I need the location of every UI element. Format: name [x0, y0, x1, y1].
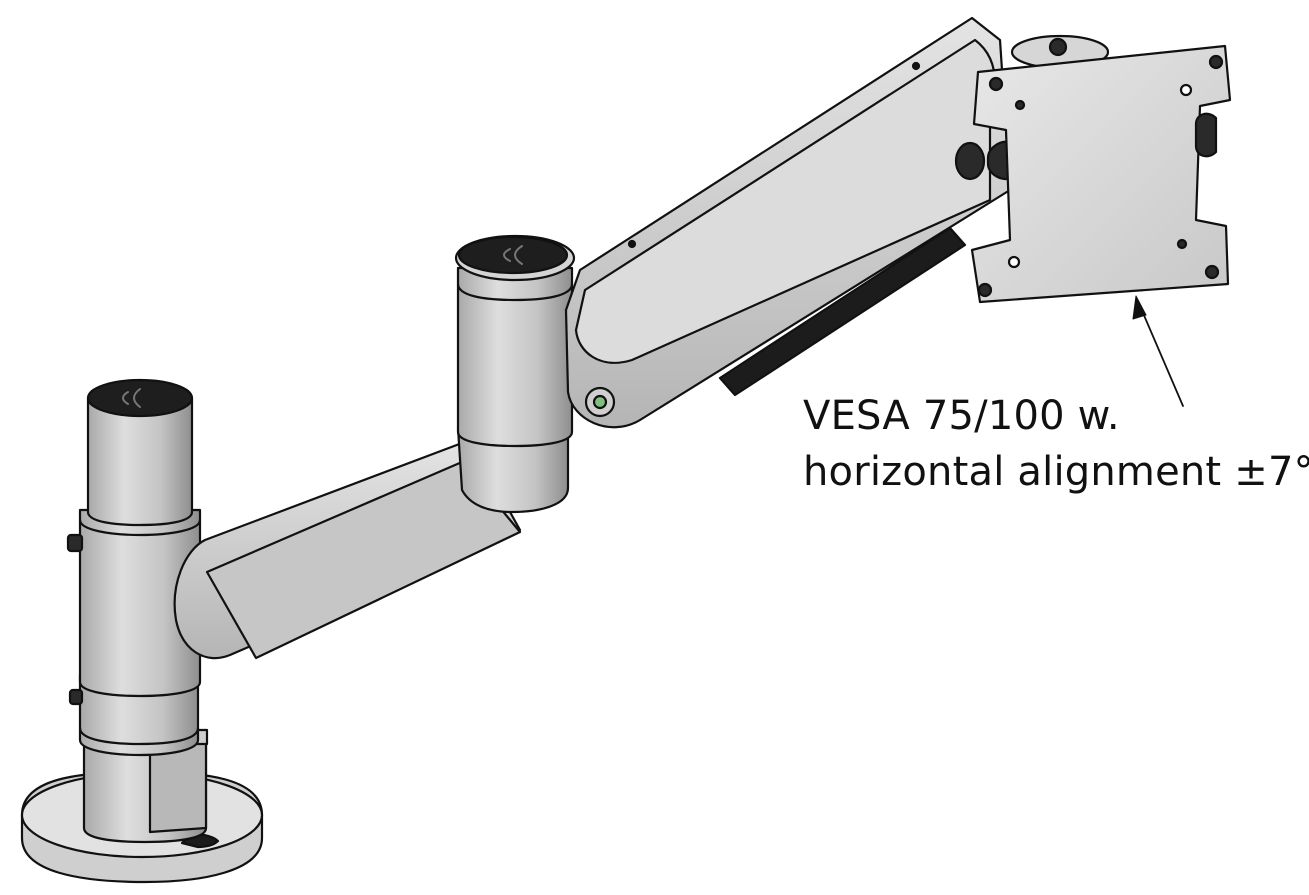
upper-arm: [564, 16, 1012, 429]
vesa-callout-label: VESA 75/100 w. horizontal alignment ±7°: [803, 388, 1309, 500]
main-post: [66, 378, 209, 844]
post-top-cap: [86, 378, 194, 418]
lower-arm-cable-cover: [205, 460, 522, 660]
tilt-knob-right: [1194, 112, 1218, 158]
post-set-screw-upper: [66, 533, 84, 553]
vesa-plate: [970, 44, 1232, 304]
upper-arm-cable-channel: [718, 226, 967, 397]
elbow-top-cap: [457, 235, 569, 275]
callout-line-2: horizontal alignment ±7°: [803, 449, 1309, 495]
post-set-screw-lower: [68, 688, 84, 706]
callout-arrow: [1132, 295, 1184, 407]
elbow-joint: [454, 234, 576, 514]
callout-line-1: VESA 75/100 w.: [803, 393, 1120, 439]
